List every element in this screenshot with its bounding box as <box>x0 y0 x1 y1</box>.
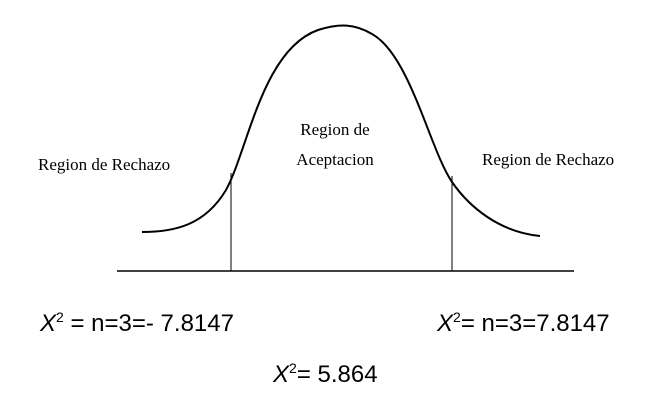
acceptance-region-label-line2: Aceptacion <box>296 150 374 169</box>
computed-statistic-text: = 5.864 <box>296 361 378 388</box>
acceptance-region-label: Region de Aceptacion <box>280 115 390 175</box>
chi-square-symbol: X <box>273 361 290 388</box>
chi-square-symbol: X <box>437 310 454 337</box>
chi-square-exponent: 2 <box>289 360 297 376</box>
left-rejection-region-label: Region de Rechazo <box>38 155 171 174</box>
normal-curve <box>141 24 541 237</box>
chi-square-symbol: X <box>40 310 57 337</box>
right-rejection-region-label: Region de Rechazo <box>482 150 615 169</box>
acceptance-region-label-line1: Region de <box>300 120 370 139</box>
chi-square-exponent: 2 <box>56 309 64 325</box>
right-critical-value-text: = n=3=7.8147 <box>460 310 610 337</box>
left-critical-value: X2 = n=3=- 7.8147 <box>40 310 234 338</box>
computed-statistic-value: X2= 5.864 <box>273 361 378 389</box>
left-critical-value-text: = n=3=- 7.8147 <box>63 310 234 337</box>
right-critical-value: X2= n=3=7.8147 <box>437 310 610 338</box>
chi-square-exponent: 2 <box>453 309 461 325</box>
